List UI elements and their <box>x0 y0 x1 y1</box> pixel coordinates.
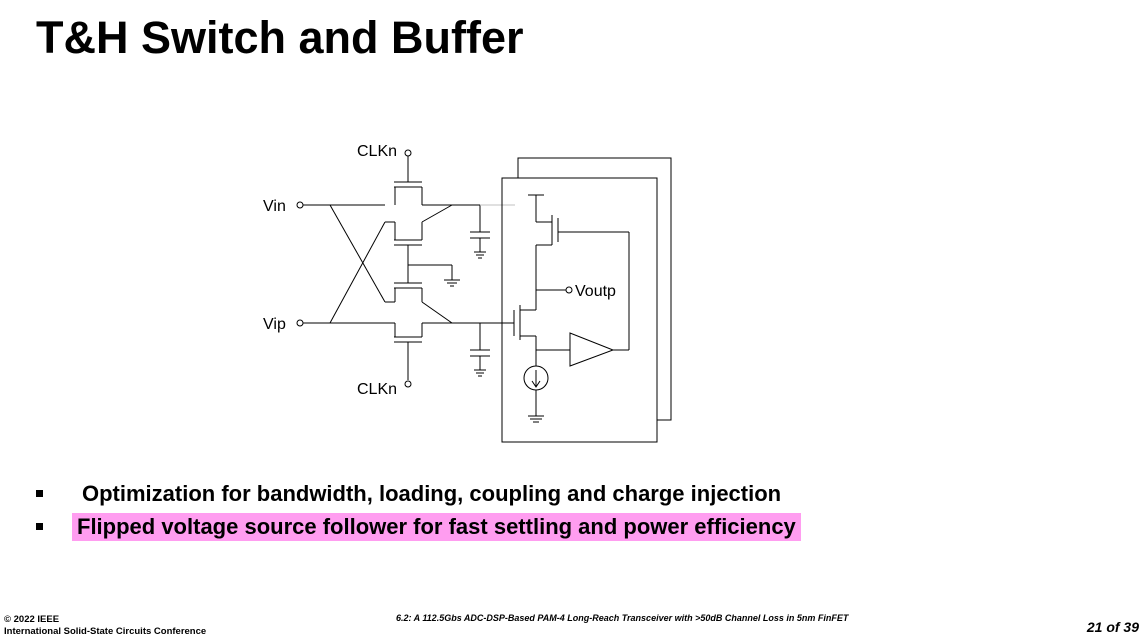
slide-title: T&H Switch and Buffer <box>36 12 524 63</box>
bullet-square-icon <box>36 490 43 497</box>
footer-copyright: © 2022 IEEE <box>4 614 60 625</box>
vin-label: Vin <box>263 198 286 215</box>
clkn-top-label: CLKn <box>357 143 397 160</box>
page-number: 21 of 39 <box>1086 619 1139 635</box>
footer-conference: International Solid-State Circuits Confe… <box>4 626 207 637</box>
clkn-bottom-label: CLKn <box>357 381 397 398</box>
vin-terminal <box>296 201 304 209</box>
voutp-label: Voutp <box>575 283 616 300</box>
clkn-bottom-terminal <box>404 380 412 388</box>
bullet-text: Optimization for bandwidth, loading, cou… <box>82 481 782 506</box>
clkn-top-terminal <box>404 149 412 157</box>
bullet-square-icon <box>36 523 43 530</box>
voutp-terminal <box>565 286 573 294</box>
vip-label: Vip <box>263 316 286 333</box>
footer-left: © 2022 IEEE International Solid-State Ci… <box>4 614 206 638</box>
vip-terminal <box>296 319 304 327</box>
bullet-text-highlighted: Flipped voltage source follower for fast… <box>72 513 801 541</box>
footer-paper-title: 6.2: A 112.5Gbs ADC-DSP-Based PAM-4 Long… <box>396 613 849 623</box>
